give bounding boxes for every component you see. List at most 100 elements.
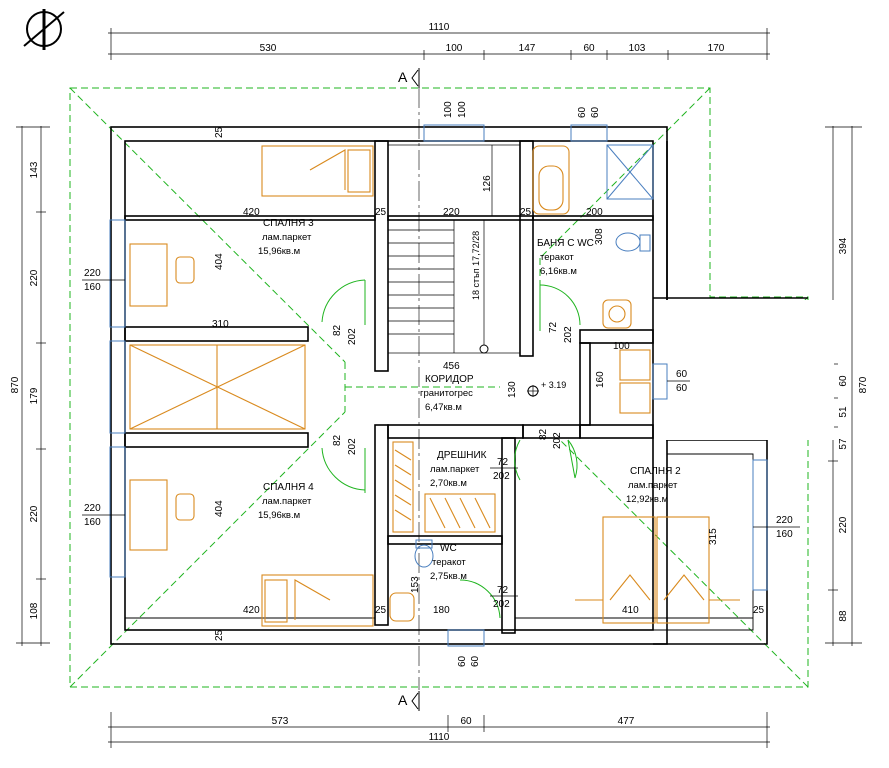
svg-text:202: 202	[347, 328, 358, 345]
svg-text:А: А	[398, 69, 408, 85]
svg-text:25: 25	[375, 605, 387, 616]
left-seg-label: 108	[29, 602, 40, 619]
svg-text:гранитогрес: гранитогрес	[420, 388, 473, 399]
svg-text:153: 153	[410, 576, 421, 593]
bed-bedroom4	[261, 574, 374, 627]
window-wardrobe-west	[109, 340, 126, 434]
window-stairs-north	[423, 124, 485, 142]
svg-text:126: 126	[482, 175, 493, 192]
svg-text:220: 220	[776, 515, 793, 526]
svg-text:202: 202	[552, 432, 563, 449]
svg-text:СПАЛНЯ 3: СПАЛНЯ 3	[263, 218, 314, 229]
svg-text:ДРЕШНИК: ДРЕШНИК	[437, 450, 487, 461]
svg-text:лам.паркет: лам.паркет	[262, 496, 312, 507]
bottom-seg-label: 477	[618, 716, 635, 727]
svg-text:72: 72	[497, 585, 509, 596]
bed-bedroom3	[261, 145, 374, 197]
svg-text:220: 220	[84, 503, 101, 514]
washer	[619, 349, 651, 381]
bath-sink	[602, 299, 632, 329]
svg-text:160: 160	[776, 529, 793, 540]
furniture	[129, 145, 740, 627]
svg-text:72: 72	[497, 457, 509, 468]
room-bedroom2: СПАЛНЯ 2 лам.паркет 12,92кв.м	[626, 466, 681, 505]
wc-sink	[389, 592, 415, 622]
svg-text:15,96кв.м: 15,96кв.м	[258, 246, 300, 257]
room-corridor: КОРИДОР гранитогрес 6,47кв.м	[420, 374, 474, 413]
door-closet	[514, 439, 521, 481]
svg-text:+ 3.19: + 3.19	[541, 380, 566, 390]
top-seg-label: 100	[446, 43, 463, 54]
svg-text:404: 404	[214, 253, 225, 270]
svg-text:КОРИДОР: КОРИДОР	[425, 374, 474, 385]
door-bathroom	[539, 284, 581, 326]
room-wc: WC теракот 2,75кв.м	[430, 543, 467, 582]
staircase	[387, 144, 521, 354]
svg-text:100: 100	[613, 341, 630, 352]
room-closet: ДРЕШНИК лам.паркет 2,70кв.м	[430, 450, 487, 489]
svg-text:лам.паркет: лам.паркет	[262, 232, 312, 243]
interior-walls	[124, 140, 753, 634]
svg-text:25: 25	[214, 629, 225, 641]
window-bedroom2-east	[752, 459, 768, 591]
top-seg-label: 170	[708, 43, 725, 54]
window-bedroom3-west	[109, 219, 126, 328]
svg-text:202: 202	[493, 599, 510, 610]
svg-text:теракот: теракот	[432, 557, 466, 568]
dryer	[619, 382, 651, 414]
svg-text:12,92кв.м: 12,92кв.м	[626, 494, 668, 505]
door-wc	[459, 579, 501, 619]
right-seg-label: 394	[838, 237, 849, 254]
svg-text:6,47кв.м: 6,47кв.м	[425, 402, 462, 413]
svg-text:теракот: теракот	[540, 252, 574, 263]
svg-text:308: 308	[594, 228, 605, 245]
svg-text:60: 60	[590, 106, 601, 118]
bottom-total-label: 1110	[429, 732, 450, 743]
desk-bedroom3	[129, 243, 168, 307]
window-labels: 220 160 220 160 220 160 100 100 60 60 60…	[82, 101, 800, 667]
bottom-dimension-chain: 573 60 477 1110	[108, 712, 770, 748]
svg-text:456: 456	[443, 361, 460, 372]
svg-text:60: 60	[676, 383, 688, 394]
svg-text:25: 25	[375, 207, 387, 218]
top-seg-label: 147	[519, 43, 536, 54]
svg-text:220: 220	[84, 268, 101, 279]
room-bedroom3: СПАЛНЯ 3 лам.паркет 15,96кв.м	[258, 218, 314, 257]
right-total-label: 870	[858, 376, 869, 393]
sanitary-fixtures	[414, 144, 654, 568]
bed-bedroom2-left	[602, 516, 656, 624]
svg-text:А: А	[398, 692, 408, 708]
window-bath-east	[652, 363, 668, 400]
section-mark-top: А	[398, 68, 420, 88]
svg-text:420: 420	[243, 207, 260, 218]
svg-text:25: 25	[520, 207, 532, 218]
top-seg-label: 103	[629, 43, 646, 54]
svg-text:60: 60	[457, 655, 468, 667]
left-seg-label: 179	[29, 387, 40, 404]
left-total-label: 870	[10, 376, 21, 393]
left-seg-label: 143	[29, 161, 40, 178]
windows	[109, 124, 768, 647]
svg-text:лам.паркет: лам.паркет	[628, 480, 678, 491]
svg-text:410: 410	[622, 605, 639, 616]
section-mark-bottom: А	[398, 691, 420, 711]
bottom-seg-label: 60	[460, 716, 472, 727]
svg-text:2,70кв.м: 2,70кв.м	[430, 478, 467, 489]
left-seg-label: 220	[29, 505, 40, 522]
svg-text:202: 202	[563, 326, 574, 343]
door-bedroom2	[567, 439, 578, 479]
left-seg-label: 220	[29, 269, 40, 286]
room-bedroom4: СПАЛНЯ 4 лам.паркет 15,96кв.м	[258, 482, 314, 521]
top-total-label: 1110	[429, 22, 450, 33]
svg-text:404: 404	[214, 500, 225, 517]
svg-text:100: 100	[443, 101, 454, 118]
svg-text:15,96кв.м: 15,96кв.м	[258, 510, 300, 521]
left-dimension-chain: 870 143 220 179 220 108	[10, 126, 50, 646]
svg-text:200: 200	[586, 207, 603, 218]
closet-rack-left	[392, 441, 414, 533]
toilet-wc	[414, 544, 434, 568]
shower-tray	[606, 144, 654, 200]
svg-text:180: 180	[433, 605, 450, 616]
